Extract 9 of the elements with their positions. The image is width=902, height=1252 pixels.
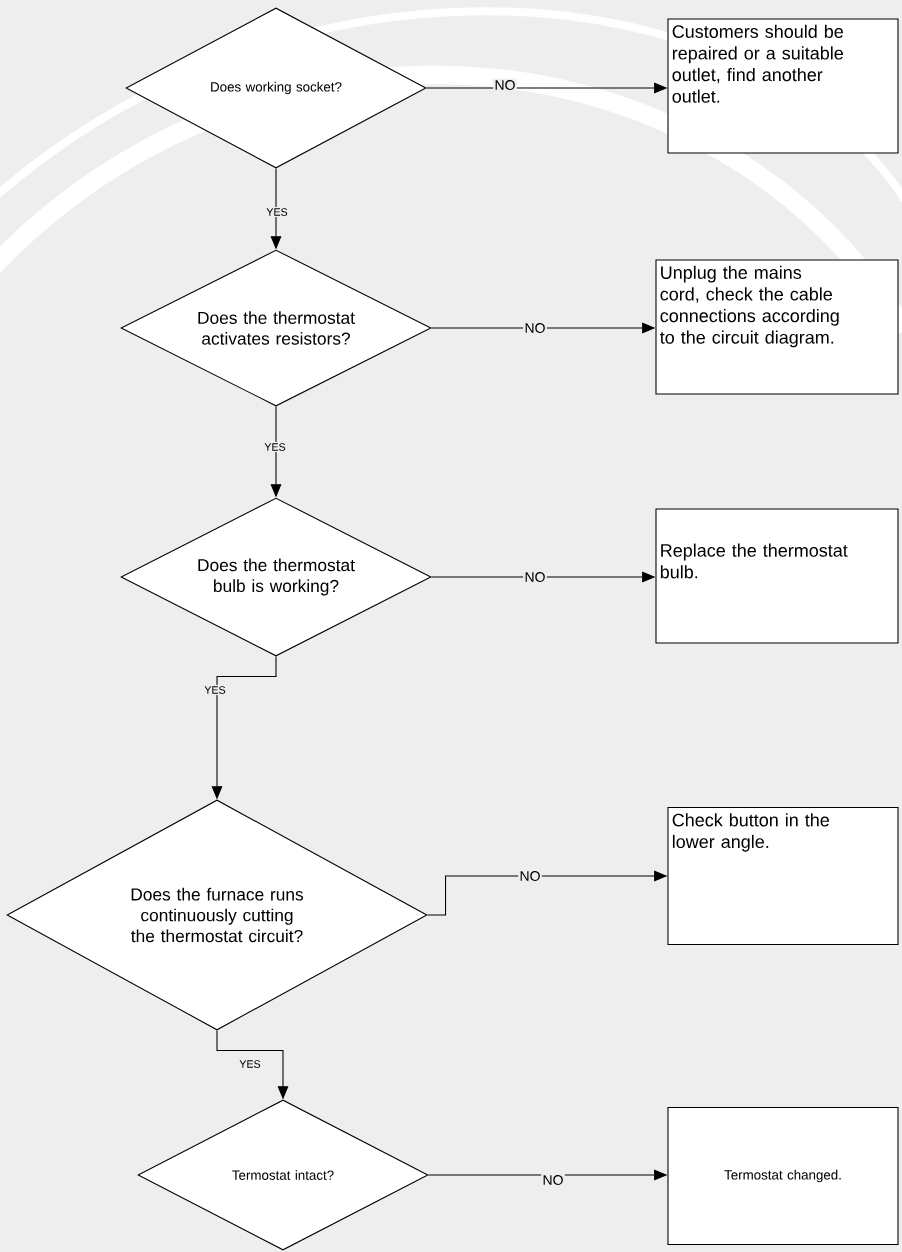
action-box: Termostat changed. bbox=[667, 1106, 899, 1246]
edge-label: YES bbox=[263, 441, 287, 453]
action-box: Customers should be repaired or a suitable outlet, find another outlet. bbox=[667, 18, 899, 154]
action-box: Check button in the lower angle. bbox=[667, 806, 899, 946]
edge-label: YES bbox=[265, 206, 289, 218]
edge-label: YES bbox=[203, 684, 227, 696]
edge-label: YES bbox=[238, 1058, 262, 1070]
action-box: Unplug the mains cord, check the cable connections according to the circuit diagram. bbox=[655, 259, 899, 395]
action-box: Replace the thermostat bulb. bbox=[655, 508, 899, 644]
